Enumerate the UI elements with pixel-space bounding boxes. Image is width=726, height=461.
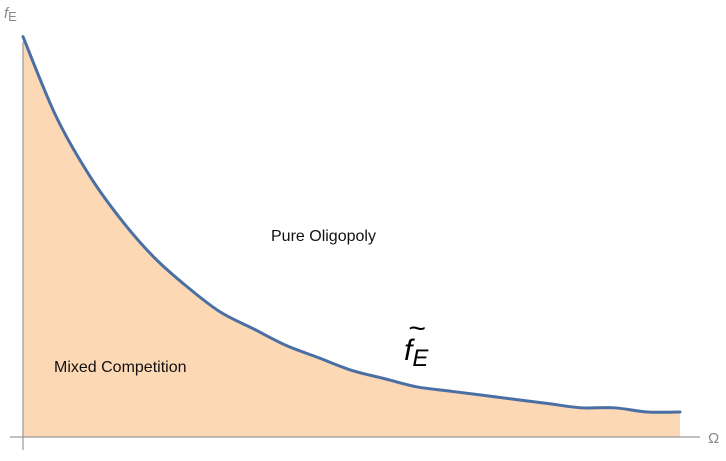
curve-label-accent: ~ (408, 312, 426, 345)
curve-label: ~ fE (404, 312, 429, 372)
curve-label-text: fE (404, 334, 429, 372)
y-axis-label: fE (4, 5, 17, 24)
mixed-competition-label: Mixed Competition (54, 359, 187, 376)
plot-area (21, 35, 682, 438)
threshold-curve (21, 35, 682, 414)
x-axis-label: Ω (708, 430, 719, 447)
pure-oligopoly-label: Pure Oligopoly (271, 228, 376, 245)
mixed-competition-area (23, 36, 680, 438)
